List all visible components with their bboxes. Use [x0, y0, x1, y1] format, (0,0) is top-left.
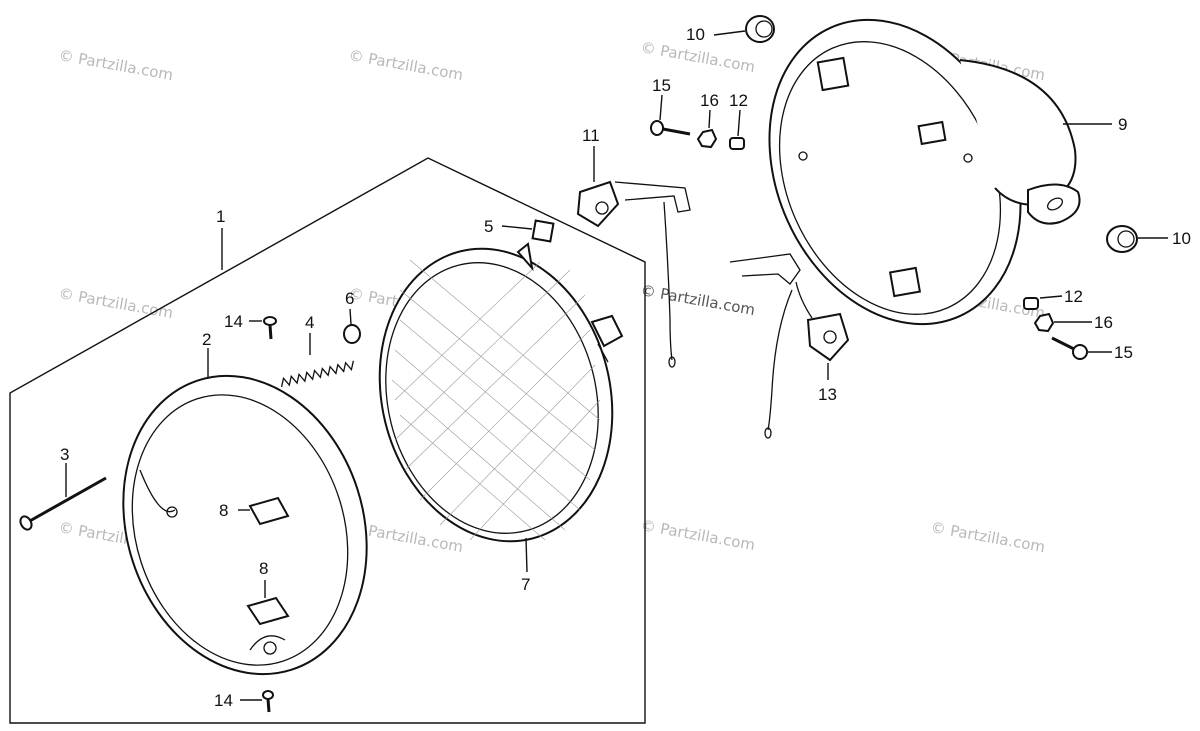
callout-11: 11: [582, 126, 600, 145]
callout-1: 1: [216, 207, 225, 226]
bolt: [1051, 336, 1088, 360]
watermark: © Partzilla.com: [347, 46, 464, 84]
callout-15: 15: [652, 76, 671, 95]
callout-labels: 1 2 3 4 5 6 7 8 8 9 10 10 11 12 12 13 14…: [60, 25, 1191, 710]
headlight-rim: [122, 374, 368, 676]
assembly-outline: [9, 157, 646, 724]
nut: [1033, 312, 1055, 333]
collar: [1023, 297, 1039, 310]
nut: [696, 128, 718, 149]
long-screw: [19, 476, 107, 531]
callout-10: 10: [1172, 229, 1191, 248]
callout-10: 10: [686, 25, 705, 44]
callout-12: 12: [1064, 287, 1083, 306]
callout-14: 14: [214, 691, 233, 710]
washer: [343, 324, 361, 344]
adjusting-spring: [280, 360, 354, 388]
callout-3: 3: [60, 445, 69, 464]
sealed-beam-unit: [378, 242, 624, 543]
watermark: © Partzilla.com: [639, 281, 756, 319]
watermark: © Partzilla.com: [57, 284, 174, 322]
grommet: [1106, 225, 1138, 253]
callout-8: 8: [219, 501, 228, 520]
callout-5: 5: [484, 217, 493, 236]
callout-16: 16: [700, 91, 719, 110]
callout-16: 16: [1094, 313, 1113, 332]
collar: [729, 137, 745, 150]
callout-8: 8: [259, 559, 268, 578]
socket-bracket-upper: [576, 180, 691, 368]
watermark: © Partzilla.com: [639, 516, 756, 554]
retaining-clip: [246, 596, 290, 626]
small-screw: [262, 690, 274, 713]
callout-4: 4: [305, 313, 314, 332]
callout-15: 15: [1114, 343, 1133, 362]
retaining-clip: [248, 496, 290, 526]
leader-lines: [65, 30, 1168, 701]
callout-6: 6: [345, 289, 354, 308]
grommet: [745, 15, 775, 43]
watermark: © Partzilla.com: [57, 46, 174, 84]
callout-9: 9: [1118, 115, 1127, 134]
callout-14: 14: [224, 312, 243, 331]
bolt: [650, 120, 691, 136]
callout-2: 2: [202, 330, 211, 349]
socket-bracket-lower: [729, 253, 850, 439]
callout-13: 13: [818, 385, 837, 404]
headlight-case: [768, 18, 1081, 326]
watermark: © Partzilla.com: [929, 518, 1046, 556]
small-screw: [263, 316, 277, 340]
callout-7: 7: [521, 575, 530, 594]
nut-plate: [531, 219, 555, 243]
callout-12: 12: [729, 91, 748, 110]
